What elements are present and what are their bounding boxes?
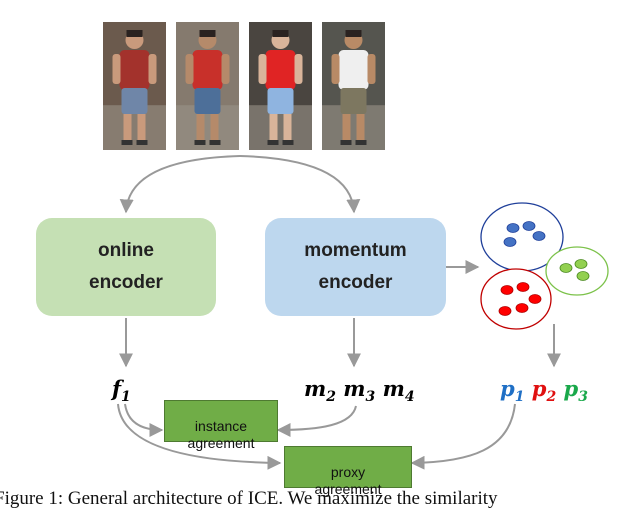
momentum-encoder: momentum encoder	[265, 218, 446, 316]
cluster-green-point-3	[576, 271, 590, 281]
cluster-red-point-4	[498, 306, 512, 316]
cluster-red-point-5	[515, 303, 529, 313]
cluster-blue-point-1	[506, 223, 520, 233]
figure-caption: Figure 1: General architecture of ICE. W…	[0, 488, 498, 509]
person-crop-3	[249, 22, 312, 150]
person-crop-4	[322, 22, 385, 150]
cluster-green-point-1	[559, 263, 573, 273]
feature-m-group: m2 m3 m4	[304, 376, 415, 405]
person-crop-2	[176, 22, 239, 150]
cluster-blue-point-4	[503, 237, 517, 247]
online-encoder-label: online encoder	[89, 240, 163, 293]
momentum-encoder-label: momentum encoder	[304, 240, 407, 293]
person-crop-1	[103, 22, 166, 150]
cluster-red-point-1	[500, 285, 514, 295]
proxy-labels: p1 p2 p3	[500, 376, 588, 405]
proxy-p3: p3	[563, 376, 588, 406]
f-to-instance-arrow	[124, 403, 164, 437]
cluster-blue-point-3	[532, 231, 546, 241]
cluster-green-point-2	[574, 259, 588, 269]
cluster-green	[545, 246, 609, 296]
f-to-proxy-arrow	[117, 403, 282, 470]
m-to-instance-arrow	[276, 405, 357, 437]
proxy-agreement-box: proxy agreement	[284, 446, 412, 497]
p-to-proxy-arrow	[410, 403, 516, 470]
proxy-agreement-label: proxy agreement	[314, 464, 382, 497]
instance-agreement-label: instance agreement	[187, 418, 255, 451]
proxy-p1: p1	[500, 376, 525, 406]
feature-m2: m2	[304, 376, 336, 406]
cluster-red-point-3	[528, 294, 542, 304]
cluster-red	[480, 268, 552, 330]
feature-m3: m3	[343, 376, 376, 406]
instance-agreement-box: instance agreement	[164, 400, 278, 451]
online-encoder: online encoder	[36, 218, 216, 316]
cluster-blue-point-2	[522, 221, 536, 231]
cluster-red-point-2	[516, 282, 530, 292]
feature-f1: f1	[112, 376, 131, 406]
feature-m4: m4	[382, 376, 415, 406]
input-split-arrow	[119, 155, 241, 214]
proxy-p2: p2	[531, 376, 557, 406]
